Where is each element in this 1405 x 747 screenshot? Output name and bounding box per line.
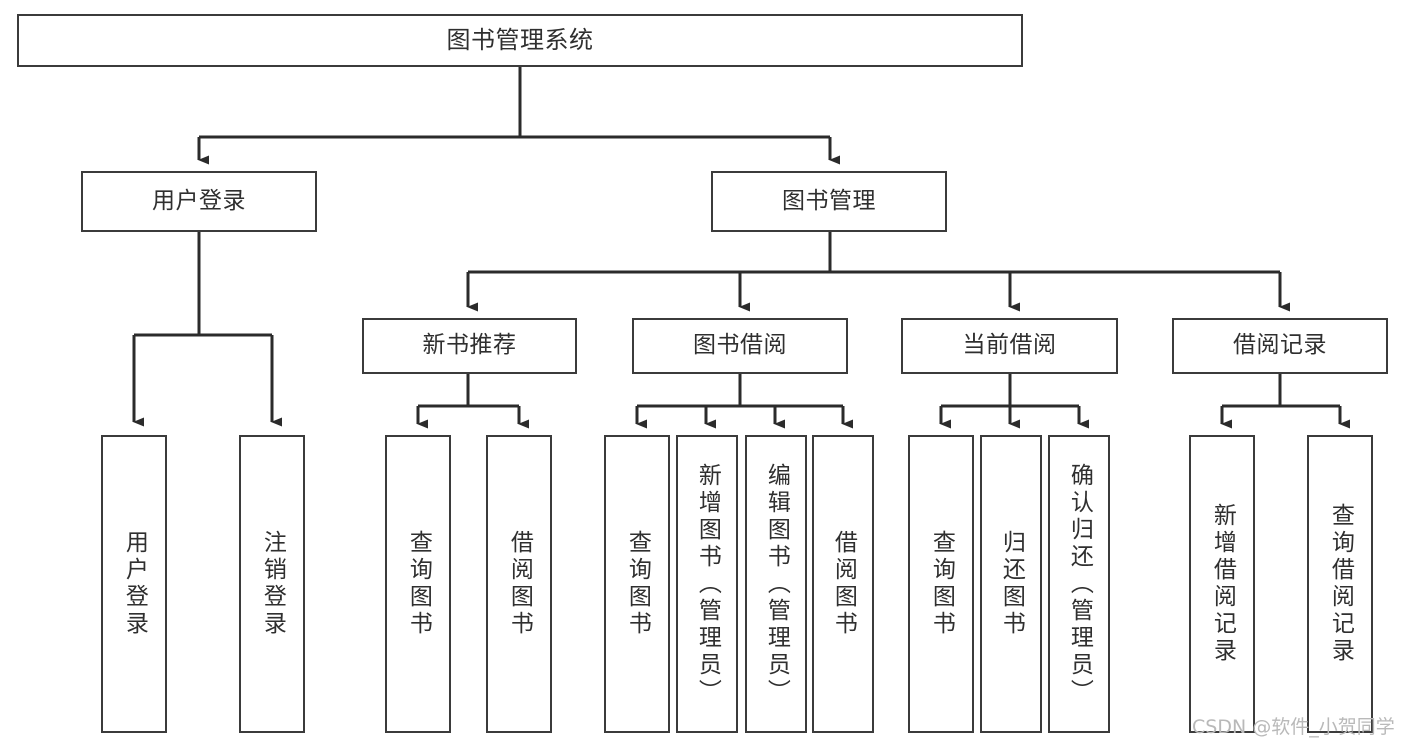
leaf-query-book-recommend[interactable]: 查询图书 xyxy=(385,435,451,733)
node-user-login[interactable]: 用户登录 xyxy=(81,171,317,232)
leaf-add-borrow-record[interactable]: 新增借阅记录 xyxy=(1189,435,1255,733)
node-root-book-management-system[interactable]: 图书管理系统 xyxy=(17,14,1023,67)
node-label: 归还图书 xyxy=(998,530,1025,638)
node-new-book-recommend[interactable]: 新书推荐 xyxy=(362,318,577,374)
leaf-user-logout[interactable]: 注销登录 xyxy=(239,435,305,733)
node-label: 查询图书 xyxy=(405,530,432,638)
node-book-borrow[interactable]: 图书借阅 xyxy=(632,318,848,374)
node-label: 用户登录 xyxy=(121,530,148,638)
node-label: 用户登录 xyxy=(152,187,246,214)
leaf-query-book-borrow[interactable]: 查询图书 xyxy=(604,435,670,733)
node-book-manage[interactable]: 图书管理 xyxy=(711,171,947,232)
node-borrow-record[interactable]: 借阅记录 xyxy=(1172,318,1388,374)
node-label: 借阅记录 xyxy=(1233,332,1327,359)
leaf-user-login[interactable]: 用户登录 xyxy=(101,435,167,733)
node-label: 当前借阅 xyxy=(962,332,1057,359)
node-label: 图书借阅 xyxy=(693,332,787,359)
node-label: 新增图书（管理员） xyxy=(694,462,721,706)
node-label: 图书管理系统 xyxy=(446,26,594,55)
leaf-query-book-current[interactable]: 查询图书 xyxy=(908,435,974,733)
leaf-return-book[interactable]: 归还图书 xyxy=(980,435,1042,733)
node-label: 编辑图书（管理员） xyxy=(763,462,790,706)
leaf-confirm-return[interactable]: 确认归还（管理员） xyxy=(1048,435,1110,733)
node-label: 新书推荐 xyxy=(422,332,517,359)
node-label: 查询借阅记录 xyxy=(1327,503,1354,665)
node-label: 注销登录 xyxy=(259,530,286,638)
node-label: 确认归还（管理员） xyxy=(1066,462,1093,706)
leaf-add-book[interactable]: 新增图书（管理员） xyxy=(676,435,738,733)
leaf-borrow-book[interactable]: 借阅图书 xyxy=(812,435,874,733)
leaf-edit-book[interactable]: 编辑图书（管理员） xyxy=(745,435,807,733)
leaf-borrow-book-recommend[interactable]: 借阅图书 xyxy=(486,435,552,733)
node-label: 新增借阅记录 xyxy=(1209,503,1236,665)
node-current-borrow[interactable]: 当前借阅 xyxy=(901,318,1118,374)
node-label: 查询图书 xyxy=(928,530,955,638)
node-label: 借阅图书 xyxy=(506,530,533,638)
node-label: 查询图书 xyxy=(624,530,651,638)
node-label: 图书管理 xyxy=(782,187,876,214)
csdn-watermark: CSDN @软件_小贺同学 xyxy=(1192,716,1395,738)
node-label: 借阅图书 xyxy=(830,530,857,638)
leaf-query-borrow-record[interactable]: 查询借阅记录 xyxy=(1307,435,1373,733)
